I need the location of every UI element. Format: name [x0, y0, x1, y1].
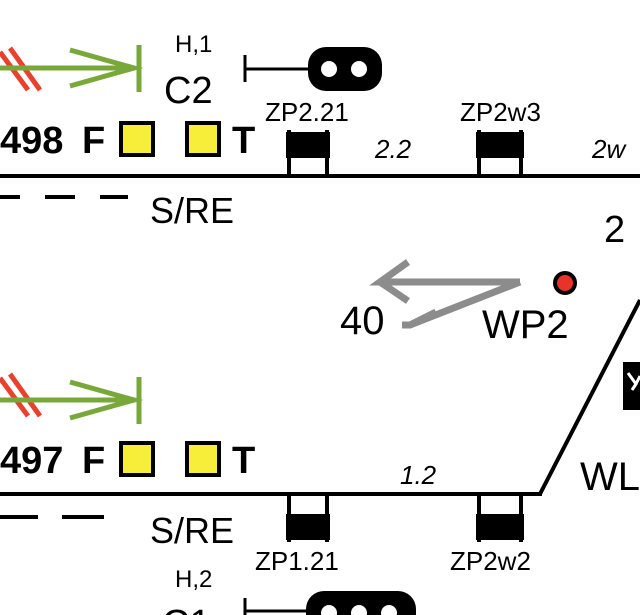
lock-label: WL — [580, 455, 640, 499]
lower-area-label: S/RE — [150, 510, 234, 551]
lower-signal-head[interactable] — [243, 591, 416, 615]
lower-track-detector-1[interactable] — [286, 494, 330, 542]
point-status-dot[interactable] — [553, 271, 577, 295]
upper-indicator-t[interactable] — [185, 121, 221, 157]
lower-track-group: 497 F T 1.2 S/RE ZP1.21 ZP2w2 H,2 — [0, 372, 542, 615]
diverging-track[interactable] — [538, 299, 640, 495]
upper-signal-name: C2 — [164, 70, 213, 112]
upper-track-detector-1[interactable] — [286, 130, 330, 178]
lower-track-detector-2[interactable] — [476, 494, 524, 542]
lower-indicator-t[interactable] — [185, 441, 221, 477]
lower-signal-name: C1 — [162, 603, 211, 615]
upper-signal-head[interactable] — [243, 47, 382, 91]
lower-signal-lamp-2 — [351, 605, 367, 615]
switch-point-group: 40 WP2 WL — [340, 259, 640, 499]
lower-flag-f-label: F — [82, 440, 105, 482]
lower-indicator-f[interactable] — [119, 441, 155, 477]
upper-seg-a: 2.2 — [374, 134, 412, 164]
upper-counter: 498 — [0, 120, 63, 162]
lower-signal-lamp-1 — [321, 605, 337, 615]
lower-zp-right: ZP2w2 — [450, 546, 531, 576]
upper-track-detector-2[interactable] — [476, 130, 524, 178]
upper-edge-digit: 2 — [604, 209, 625, 251]
lower-zp-left: ZP1.21 — [255, 546, 339, 576]
speed-value: 40 — [340, 299, 385, 343]
lower-counter: 497 — [0, 440, 63, 482]
lower-seg-a: 1.2 — [400, 460, 437, 490]
upper-flag-t-label: T — [232, 120, 255, 162]
point-name: WP2 — [482, 303, 569, 347]
upper-route-arrow[interactable] — [0, 45, 144, 92]
lower-flag-t-label: T — [232, 440, 255, 482]
lower-route-arrow[interactable] — [0, 377, 144, 424]
upper-track-group: H,1 C2 498 F T ZP2.21 ZP2w3 2.2 2w — [0, 31, 640, 251]
lower-signal-lamp-3 — [381, 605, 397, 615]
upper-area-label: S/RE — [150, 190, 234, 231]
lower-blocked-hatch — [0, 372, 43, 418]
upper-indicator-f[interactable] — [119, 121, 155, 157]
lock-icon[interactable] — [623, 362, 640, 410]
upper-zp-right: ZP2w3 — [460, 97, 541, 127]
upper-flag-f-label: F — [82, 120, 105, 162]
upper-signal-code: H,1 — [175, 31, 212, 58]
upper-signal-lamp-2 — [351, 61, 367, 77]
upper-zp-left: ZP2.21 — [265, 97, 349, 127]
speed-arrow — [369, 259, 522, 329]
upper-seg-b: 2w — [591, 134, 627, 164]
upper-signal-lamp-1 — [321, 61, 337, 77]
lower-signal-code: H,2 — [175, 566, 212, 593]
